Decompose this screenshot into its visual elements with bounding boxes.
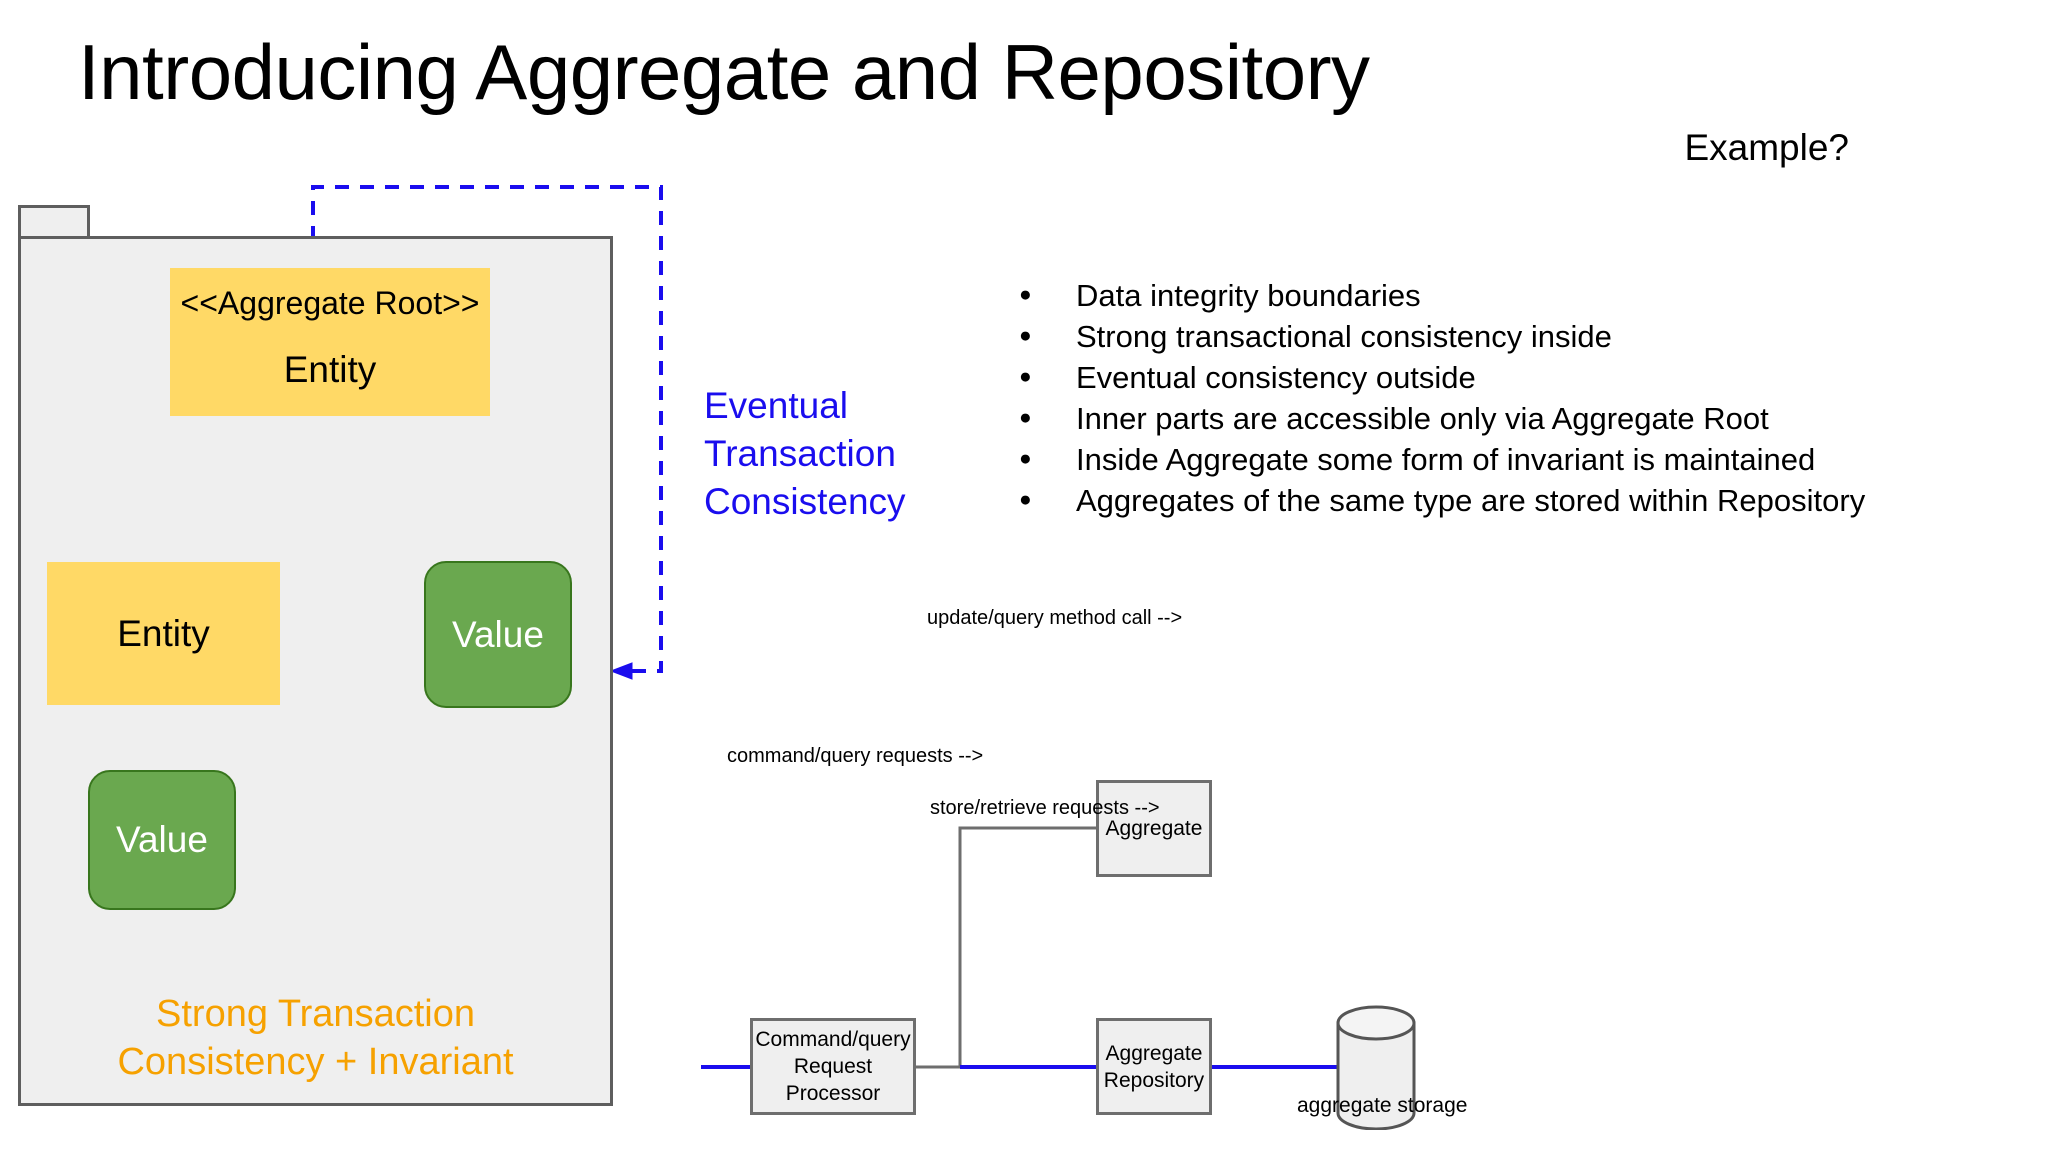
eventual-consistency-line-1: Eventual bbox=[704, 385, 848, 426]
bullet-list: ● Data integrity boundaries ● Strong tra… bbox=[1010, 276, 2030, 522]
page-title: Introducing Aggregate and Repository bbox=[78, 28, 1370, 116]
aggregate-repository-line-1: Aggregate bbox=[1105, 1041, 1203, 1065]
bullet-marker-icon: ● bbox=[1019, 406, 1032, 429]
aggregate-node[interactable]: Aggregate bbox=[1096, 780, 1212, 877]
eventual-consistency-line-3: Consistency bbox=[704, 481, 906, 522]
bullet-text: Inside Aggregate some form of invariant … bbox=[1076, 442, 1816, 477]
architecture-connectors-svg bbox=[701, 826, 1416, 1130]
bullet-marker-icon: ● bbox=[1019, 324, 1032, 347]
edge-label-store-retrieve-requests: store/retrieve requests --> bbox=[930, 797, 1160, 819]
aggregate-repository-line-2: Repository bbox=[1103, 1068, 1205, 1092]
bullet-marker-icon: ● bbox=[1019, 447, 1032, 470]
bullet-marker-icon: ● bbox=[1019, 283, 1032, 306]
eventual-consistency-label: Eventual Transaction Consistency bbox=[704, 382, 906, 526]
eventual-consistency-line-2: Transaction bbox=[704, 433, 896, 474]
value-object-right-label: Value bbox=[452, 613, 544, 655]
list-item: ● Strong transactional consistency insid… bbox=[1010, 317, 2030, 358]
line-branch-to-aggregate bbox=[958, 826, 1096, 1067]
command-processor-line-2: Request Processor bbox=[785, 1055, 881, 1105]
aggregate-node-label: Aggregate bbox=[1105, 817, 1203, 840]
bullet-marker-icon: ● bbox=[1019, 488, 1032, 511]
command-query-request-processor-node[interactable]: Command/query Request Processor bbox=[750, 1018, 916, 1115]
strong-consistency-caption: Strong Transaction Consistency + Invaria… bbox=[18, 990, 613, 1086]
strong-consistency-caption-line-2: Consistency + Invariant bbox=[117, 1041, 514, 1083]
package-tab bbox=[18, 205, 90, 238]
database-icon bbox=[1336, 1005, 1416, 1130]
value-object-bottom-node[interactable]: Value bbox=[88, 770, 236, 910]
value-object-bottom-label: Value bbox=[116, 819, 208, 860]
aggregate-storage-label: aggregate storage bbox=[1297, 1094, 1468, 1117]
list-item: ● Data integrity boundaries bbox=[1010, 276, 2030, 317]
edge-label-update-query-method-call: update/query method call --> bbox=[927, 607, 1183, 629]
aggregate-root-stereotype: <<Aggregate Root>> bbox=[180, 285, 480, 321]
command-processor-line-1: Command/query bbox=[755, 1028, 911, 1051]
list-item: ● Inside Aggregate some form of invarian… bbox=[1010, 440, 2030, 481]
list-item: ● Eventual consistency outside bbox=[1010, 358, 2030, 399]
list-item: ● Aggregates of the same type are stored… bbox=[1010, 481, 2030, 522]
dashed-boundary-arrowhead bbox=[609, 662, 633, 680]
value-object-right-node[interactable]: Value bbox=[424, 561, 572, 708]
bullet-text: Inner parts are accessible only via Aggr… bbox=[1076, 401, 1769, 436]
aggregate-repository-node[interactable]: Aggregate Repository bbox=[1096, 1018, 1212, 1115]
example-label: Example? bbox=[1684, 127, 1849, 168]
bullet-text: Data integrity boundaries bbox=[1076, 278, 1421, 313]
inner-entity-node[interactable]: Entity bbox=[47, 562, 280, 705]
list-item: ● Inner parts are accessible only via Ag… bbox=[1010, 399, 2030, 440]
edge-label-command-query-requests: command/query requests --> bbox=[727, 745, 984, 767]
bullet-text: Aggregates of the same type are stored w… bbox=[1076, 483, 1866, 518]
bullet-marker-icon: ● bbox=[1019, 365, 1032, 388]
aggregate-root-name: Entity bbox=[283, 349, 377, 390]
strong-consistency-caption-line-1: Strong Transaction bbox=[156, 993, 475, 1035]
aggregate-root-node[interactable]: <<Aggregate Root>> Entity bbox=[170, 268, 490, 416]
architecture-diagram: Command/query Request Processor Aggregat… bbox=[660, 607, 2048, 1130]
bullet-text: Eventual consistency outside bbox=[1076, 360, 1476, 395]
bullet-text: Strong transactional consistency inside bbox=[1076, 319, 1612, 354]
inner-entity-label: Entity bbox=[117, 612, 210, 654]
